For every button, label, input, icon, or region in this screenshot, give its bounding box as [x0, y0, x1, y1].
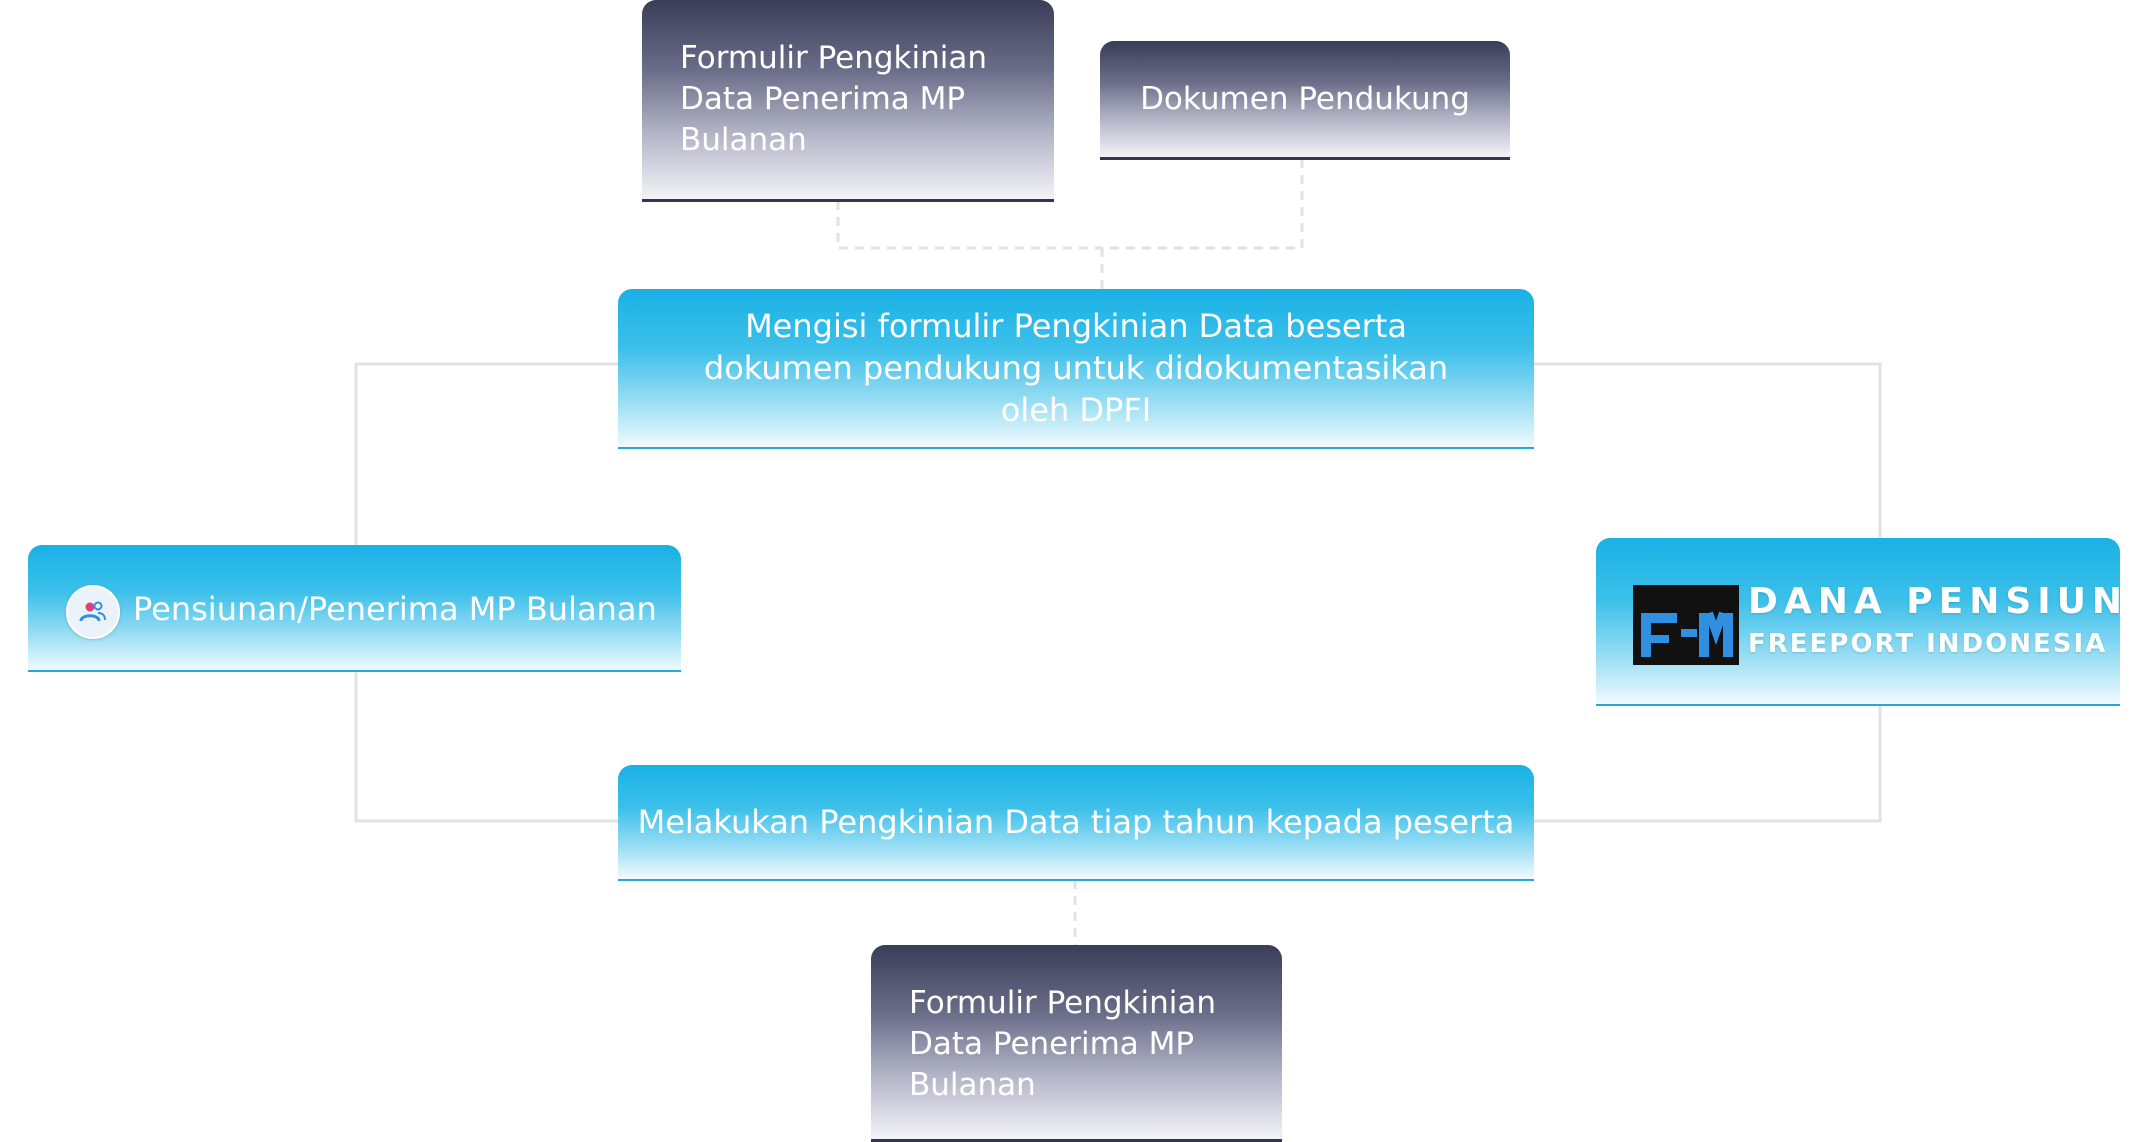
connector-fill-step-to-dpfi — [1532, 362, 1882, 538]
logo-line2: FREEPORT INDONESIA — [1748, 629, 2108, 659]
pensioner-label: Pensiunan/Penerima MP Bulanan — [133, 590, 657, 628]
supporting-docs-label: Dokumen Pendukung — [1140, 80, 1470, 117]
form-top-box: Formulir Pengkinian Data Penerima MP Bul… — [642, 0, 1054, 202]
connector-pensioner-to-update — [354, 672, 618, 823]
dpfi-logo: DANA PENSIUN FREEPORT INDONESIA — [1633, 581, 2122, 665]
connector-form-top — [836, 201, 1102, 250]
connector-supporting-docs — [1102, 159, 1304, 250]
form-top-label: Formulir Pengkinian Data Penerima MP Bul… — [680, 40, 988, 158]
fill-form-step-label: Mengisi formulir Pengkinian Data beserta… — [703, 307, 1449, 429]
logo-line1: DANA PENSIUN — [1748, 581, 2129, 622]
form-bottom-label: Formulir Pengkinian Data Penerima MP Bul… — [909, 985, 1217, 1103]
update-step-label: Melakukan Pengkinian Data tiap tahun kep… — [637, 803, 1515, 841]
connector-dpfi-to-update — [1532, 706, 1882, 823]
people-icon — [66, 585, 120, 639]
pensioner-box: Pensiunan/Penerima MP Bulanan — [28, 545, 681, 672]
supporting-docs-box: Dokumen Pendukung — [1100, 41, 1510, 160]
connector-fill-step-to-pensioner — [354, 362, 618, 545]
form-bottom-box: Formulir Pengkinian Data Penerima MP Bul… — [871, 945, 1282, 1142]
update-step-box: Melakukan Pengkinian Data tiap tahun kep… — [618, 765, 1534, 881]
logo-mark — [1633, 585, 1739, 665]
fill-form-step-box: Mengisi formulir Pengkinian Data beserta… — [618, 289, 1534, 449]
